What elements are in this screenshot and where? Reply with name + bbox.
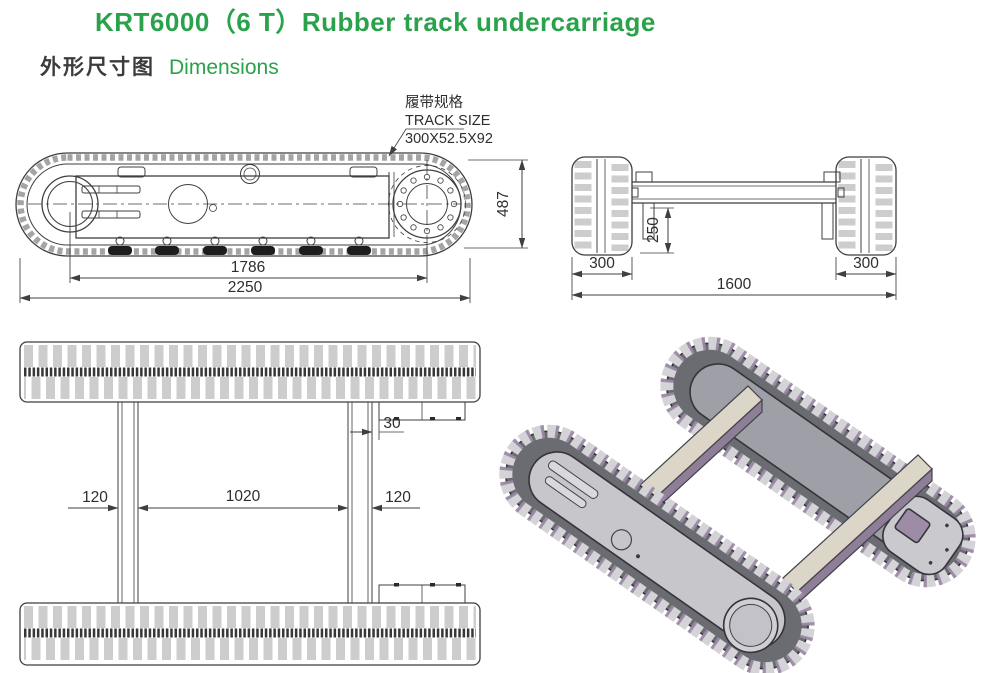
side-view: 1786 2250 487: [15, 152, 528, 303]
mount-plate-upper: [378, 401, 466, 421]
subtitle-english: Dimensions: [169, 56, 279, 79]
mount-bracket-right: [821, 202, 834, 240]
dimension-300-left: 300: [571, 255, 633, 300]
dimension-1786: 1786: [69, 212, 428, 283]
front-track-right: [835, 156, 897, 256]
front-view: 250 300 300 1600: [571, 156, 897, 300]
dim-label-30: 30: [383, 415, 401, 432]
dim-label-1786: 1786: [231, 259, 265, 276]
page-title: KRT6000（6 T）Rubber track undercarriage: [95, 7, 656, 37]
dimension-120-right: 120: [371, 489, 420, 512]
cross-beam-top-left: [117, 401, 139, 604]
dim-label-120-left: 120: [82, 489, 108, 506]
dimension-1600: 1600: [571, 276, 897, 299]
dim-label-120-right: 120: [385, 489, 411, 506]
section-subtitle: 外形尺寸图 Dimensions: [40, 51, 279, 81]
front-track-left: [571, 156, 633, 256]
top-track-lower: [19, 602, 481, 666]
subtitle-chinese: 外形尺寸图: [40, 56, 155, 79]
leader-line: [388, 128, 464, 157]
dim-label-1600: 1600: [717, 276, 752, 293]
drive-sprocket: [388, 160, 466, 252]
dim-label-300-left: 300: [589, 255, 615, 272]
cross-beam-front: [631, 171, 845, 240]
top-view: 30 120 1020 120: [19, 341, 481, 666]
dim-label-250: 250: [645, 217, 662, 243]
track-size-annotation: 履带规格 TRACK SIZE 300X52.5X92: [388, 94, 493, 157]
dim-label-487: 487: [495, 191, 512, 217]
dimension-120-left: 120: [68, 489, 119, 512]
annotation-english: TRACK SIZE: [405, 113, 491, 129]
annotation-value: 300X52.5X92: [405, 131, 493, 147]
dim-label-1020: 1020: [226, 488, 261, 505]
annotation-chinese: 履带规格: [405, 94, 463, 111]
lifting-eye: [240, 164, 260, 184]
iso-track-near: [499, 424, 815, 673]
track-frame: [28, 164, 462, 239]
dimension-1020: 1020: [137, 488, 349, 512]
dimension-30: 30: [350, 415, 404, 440]
dimension-2250: 2250: [19, 258, 471, 303]
mount-bracket-left: [642, 202, 655, 240]
bolt-holes: [396, 173, 458, 235]
isometric-view: [499, 336, 976, 673]
dim-label-300-right: 300: [853, 255, 879, 272]
dimension-487: 487: [464, 159, 528, 249]
mount-plate-lower: [378, 583, 466, 604]
dim-label-2250: 2250: [228, 279, 263, 296]
dimension-300-right: 300: [835, 255, 897, 300]
top-track-upper: [19, 341, 481, 403]
track-outline: [15, 152, 473, 257]
bottom-rollers: [108, 236, 371, 255]
cross-beam-top-right: [347, 401, 373, 604]
dimension-250: 250: [640, 207, 674, 254]
